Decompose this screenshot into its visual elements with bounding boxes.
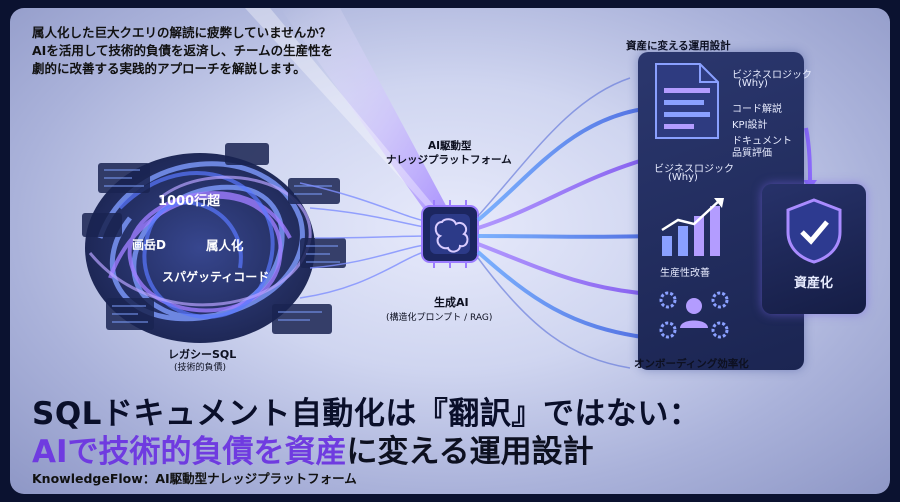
kpi-label: KPI設計 [732, 120, 768, 131]
tag-zokujin: 属人化 [206, 238, 244, 253]
asset-panel: 資産化 [762, 184, 866, 314]
doc-caption-2: (Why) [668, 172, 698, 183]
biz-logic-label-1: ビジネスロジック [732, 70, 812, 81]
section-title: 資産に変える運用設計 [626, 40, 731, 52]
headline-accent: AIで技術的負債を資産 [32, 434, 347, 470]
asset-label: 資産化 [794, 276, 834, 291]
code-explain-label: コード解説 [732, 104, 782, 115]
doc-quality-label-1: ドキュメント [732, 136, 792, 147]
productivity-label: 生産性改善 [660, 268, 710, 279]
brain-chip-icon [421, 200, 479, 268]
headline-line-2: AIで技術的負債を資産に変える運用設計 [32, 426, 594, 471]
spaghetti-knot [85, 153, 315, 343]
intro-line-1: 属人化した巨大クエリの解読に疲弊していませんか？ [32, 25, 332, 40]
bar-chart-icon [661, 198, 724, 256]
platform-label-1: AI駆動型 [428, 140, 472, 152]
intro-text: 属人化した巨大クエリの解読に疲弊していませんか？ AIを活用して技術的負債を返済… [32, 24, 333, 78]
flow-illustration [82, 8, 817, 369]
headline-rest: に変える運用設計 [346, 434, 594, 470]
intro-line-2: AIを活用して技術的負債を返済し、チームの生産性を [32, 43, 334, 58]
onboarding-label: オンボーディング効率化 [634, 358, 749, 370]
doc-caption-1: ビジネスロジック [654, 164, 734, 175]
biz-logic-label-2: (Why) [738, 78, 768, 89]
tag-cte: 画岳D [132, 238, 166, 252]
shield-check-icon [786, 198, 842, 264]
legacy-sql-caption: レガシーSQL [168, 348, 237, 361]
hero-card: 属人化した巨大クエリの解読に疲弊していませんか？ AIを活用して技術的負債を返済… [10, 8, 890, 494]
gen-ai-sub-label: (構造化プロンプト / RAG) [386, 313, 493, 323]
tag-spaghetti: スパゲッティコード [162, 270, 270, 284]
footer-brand: KnowledgeFlow：AI駆動型ナレッジプラットフォーム [32, 471, 357, 486]
headline-line-1: SQLドキュメント自動化は『翻訳』ではない： [32, 396, 701, 432]
gen-ai-label: 生成AI [434, 296, 469, 309]
team-gears-icon [659, 291, 729, 339]
intro-line-3: 劇的に改善する実践的アプローチを解説します。 [32, 61, 306, 76]
document-icon [655, 63, 719, 139]
tech-debt-caption: (技術的負債) [174, 363, 227, 373]
light-beam [280, 8, 450, 218]
platform-label-2: ナレッジプラットフォーム [386, 154, 512, 166]
tag-1000-lines: 1000行超 [158, 194, 221, 209]
doc-quality-label-2: 品質評価 [732, 148, 772, 159]
